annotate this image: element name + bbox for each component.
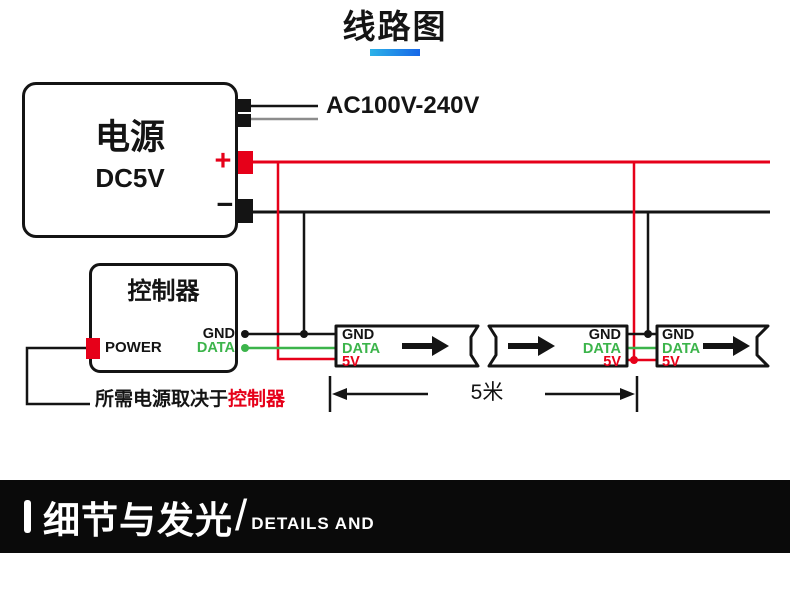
- strip2-5v-label: 5V: [603, 354, 621, 370]
- direction-arrow-icon-3: [703, 336, 750, 356]
- heading-marker: [24, 500, 31, 533]
- minus-terminal: [238, 199, 253, 223]
- power-note-text: 所需电源取决于: [95, 389, 229, 410]
- power-note-wire: [25, 346, 90, 406]
- heading-separator: /: [235, 490, 248, 540]
- section-banner: 细节与发光 / DETAILS AND: [0, 480, 790, 553]
- data-node-dot: [241, 344, 249, 352]
- power-supply-name: 电源: [94, 118, 165, 157]
- controller-power-label: POWER: [105, 339, 162, 356]
- direction-arrow-icon-2: [508, 336, 555, 356]
- gnd-junction-dot-2: [644, 330, 652, 338]
- strip2-data-label: DATA: [582, 341, 621, 357]
- strip1-5v-label: 5V: [342, 354, 360, 370]
- power-note-highlight: 控制器: [228, 389, 286, 410]
- plus-terminal-label: +: [214, 145, 232, 177]
- controller-data-label: DATA: [196, 340, 235, 356]
- title-underline: [370, 49, 420, 56]
- power-supply-voltage: DC5V: [95, 163, 165, 193]
- gnd-node-dot: [241, 330, 249, 338]
- dimension-arrowhead-right: [620, 388, 635, 400]
- ac-terminal-1: [238, 99, 251, 112]
- power-note: 所需电源取决于控制器: [95, 390, 285, 409]
- led-strip-segment-2: [487, 324, 629, 368]
- wiring-layer: [25, 99, 770, 412]
- controller-gnd-label: GND: [202, 326, 235, 342]
- dimension-label: 5米: [470, 381, 504, 404]
- 5v-junction-dot: [630, 356, 638, 364]
- strip2-gnd-label: GND: [588, 327, 621, 343]
- strip3-data-label: DATA: [662, 341, 701, 357]
- section-heading-cn: 细节与发光: [43, 499, 233, 541]
- page-title: 线路图: [342, 8, 448, 45]
- controller-box: [89, 263, 238, 373]
- section-heading-en: DETAILS AND: [251, 513, 375, 533]
- strip3-5v-label: 5V: [662, 354, 680, 370]
- controller-power-terminal: [86, 338, 100, 359]
- controller-name: 控制器: [127, 278, 200, 305]
- strip3-gnd-label: GND: [662, 327, 695, 343]
- ac-input-label: AC100V-240V: [326, 92, 480, 119]
- gnd-junction-dot-1: [300, 330, 308, 338]
- ac-terminal-2: [238, 114, 251, 127]
- strip1-gnd-label: GND: [342, 327, 375, 343]
- plus-terminal: [238, 151, 253, 174]
- 5v-drop-wire-1: [276, 162, 336, 361]
- power-supply-box: [22, 82, 238, 238]
- minus-terminal-label: −: [216, 189, 234, 221]
- dimension-arrowhead-left: [332, 388, 347, 400]
- strip1-data-label: DATA: [342, 341, 381, 357]
- direction-arrow-icon-1: [402, 336, 449, 356]
